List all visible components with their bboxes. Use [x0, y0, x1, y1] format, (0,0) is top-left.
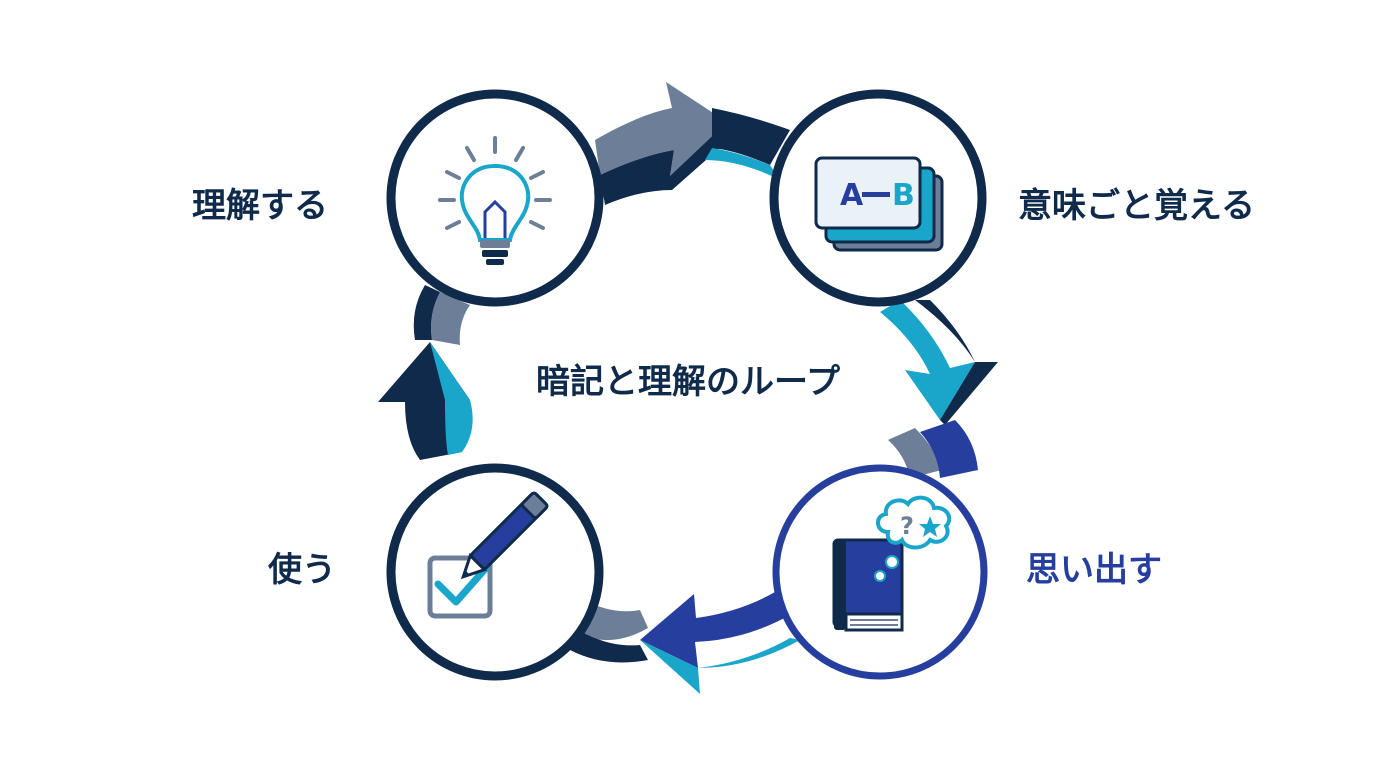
arrow-understand-to-chunk: [595, 82, 790, 205]
pencil-checkbox-icon: [427, 491, 549, 619]
card-letter-a: A: [840, 178, 864, 213]
step-label-understand: 理解する: [192, 186, 328, 226]
step-node-understand: [386, 89, 604, 307]
arrow-chunk-to-recall: [880, 300, 998, 478]
diagram-title: 暗記と理解のループ: [536, 362, 840, 402]
book-thought-icon: ?: [832, 495, 952, 632]
step-label-recall: 思い出す: [1026, 550, 1162, 590]
card-letter-b: B: [892, 178, 915, 213]
arrow-use-to-understand: [378, 285, 473, 460]
step-label-use: 使う: [268, 550, 336, 590]
step-label-chunk: 意味ごと覚える: [1018, 186, 1255, 226]
arrow-recall-to-use: [570, 592, 800, 694]
step-node-recall: ?: [772, 464, 988, 680]
step-node-chunk: A B: [769, 89, 987, 307]
flashcards-icon: A B: [814, 156, 944, 252]
lightbulb-icon: [438, 136, 552, 265]
step-node-use: [386, 463, 604, 681]
question-mark: ?: [900, 512, 914, 540]
